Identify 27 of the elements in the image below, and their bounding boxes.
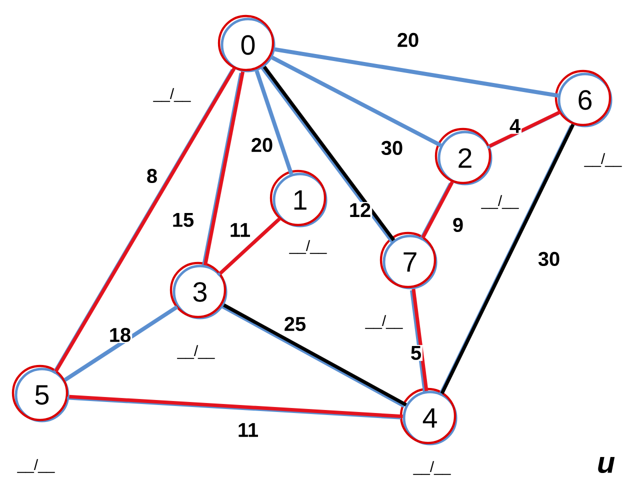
node-caption: __/__ xyxy=(413,461,451,475)
node-caption: __/__ xyxy=(289,240,327,254)
node-caption: __/__ xyxy=(17,459,55,473)
edge-label: 20 xyxy=(396,32,420,48)
edge-label: 30 xyxy=(536,250,562,268)
edge-label: 25 xyxy=(282,316,308,332)
node-caption: __/__ xyxy=(481,195,519,209)
edge-label: 8 xyxy=(145,168,159,184)
node-caption: __/__ xyxy=(177,345,215,359)
edge-label: 15 xyxy=(170,212,196,228)
edge-label: 30 xyxy=(380,140,404,156)
edge-label: 5 xyxy=(409,345,423,361)
edge-line xyxy=(274,47,558,98)
node-caption: __/__ xyxy=(365,315,403,329)
edge-label: 20 xyxy=(250,136,274,154)
node-caption: __/__ xyxy=(153,88,191,102)
edge-label: 4 xyxy=(508,118,522,134)
edge-line xyxy=(254,70,294,175)
edge-label: 11 xyxy=(236,422,260,438)
edge-label: 11 xyxy=(228,222,252,238)
edge-line xyxy=(64,305,178,382)
edge-label: 18 xyxy=(108,326,132,344)
node-caption: __/__ xyxy=(584,153,622,167)
edge-line xyxy=(271,56,442,148)
corner-label: u xyxy=(598,456,615,474)
edge-label: 12 xyxy=(348,202,372,218)
edge-label: 9 xyxy=(451,216,465,234)
